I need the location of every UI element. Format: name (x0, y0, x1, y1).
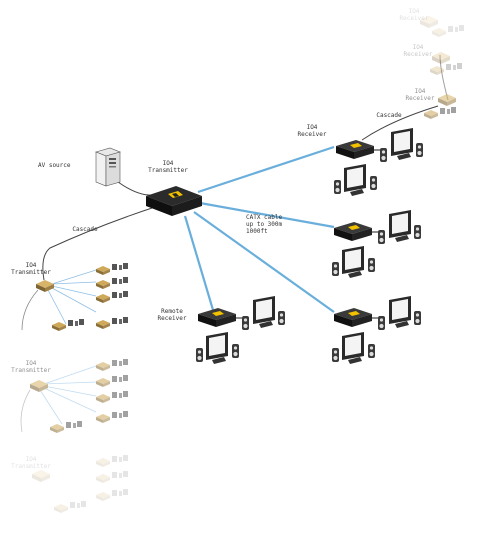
catx-links (183, 145, 335, 313)
receiver-station-remote (196, 296, 285, 364)
link-to-rx-right (193, 211, 335, 313)
receiver-station-top (334, 128, 423, 196)
cascade-left-cable (42, 205, 159, 281)
av-source-cable (117, 181, 153, 196)
cascade-chain-top-right (420, 16, 464, 119)
receiver-station-mid (332, 210, 421, 278)
cascade-top-cable (361, 105, 439, 141)
receiver-faded-2-label: IO4 Receiver (403, 44, 433, 58)
receiver-faded-1-label: IO4 Receiver (405, 88, 435, 102)
cascade-top-label: Cascade (376, 112, 402, 119)
left-cascade-tx1 (21, 263, 128, 331)
av-source-device (95, 147, 121, 187)
receiver-faded-3-label: IO4 Receiver (399, 8, 429, 22)
remote-receiver-label: Remote Receiver (157, 308, 187, 322)
left-transmitter-3-label: IO4 Transmitter (11, 456, 51, 470)
link-to-rx-remote (183, 215, 215, 311)
receiver-top-label: IO4 Receiver (297, 124, 327, 138)
cascade-left-label: Cascade (72, 226, 98, 233)
left-transmitter-1-label: IO4 Transmitter (11, 262, 51, 276)
main-transmitter-label: IO4 Transmitter (148, 160, 188, 174)
link-to-rx-mid (199, 201, 335, 229)
av-source-label: AV source (38, 162, 71, 169)
left-transmitter-2-label: IO4 Transmitter (11, 360, 51, 374)
link-to-rx-top (197, 145, 335, 194)
main-transmitter (146, 186, 202, 216)
left-cascade-tx2 (20, 359, 128, 433)
catx-cable-label: CATX cable up to 300m 1000ft (246, 214, 283, 235)
receiver-station-right (332, 296, 421, 364)
